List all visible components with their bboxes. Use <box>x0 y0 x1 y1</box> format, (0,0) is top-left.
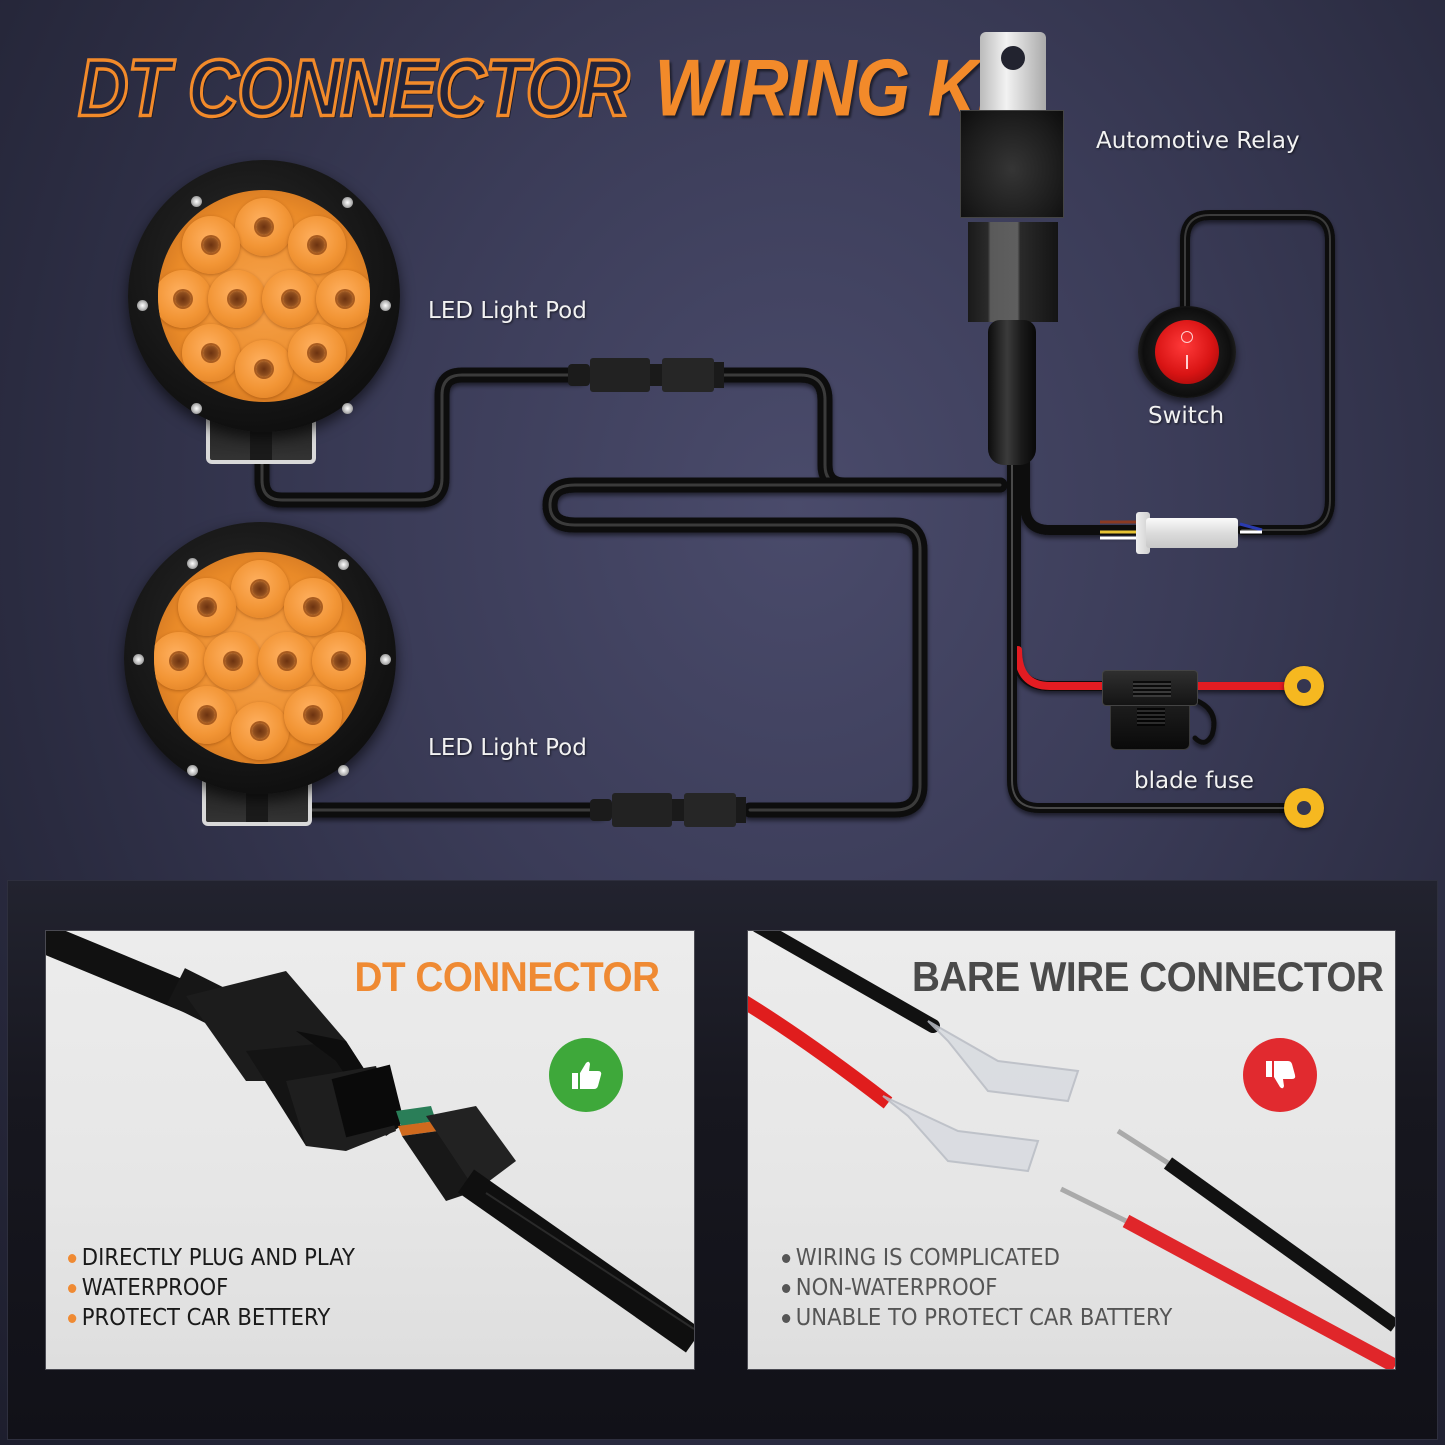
card-bare-wire-connector: BARE WIRE CONNECTOR WIRING IS COMPLICATE… <box>748 931 1395 1369</box>
dt-connector-top-icon <box>568 358 724 392</box>
list-item: NON-WATERPROOF <box>782 1273 1172 1303</box>
list-item: DIRECTLY PLUG AND PLAY <box>68 1243 355 1273</box>
blade-fuse-icon <box>1102 670 1198 750</box>
bullet-icon <box>782 1283 791 1293</box>
label-automotive-relay: Automotive Relay <box>1096 128 1300 154</box>
wiring-harness-icon <box>254 210 1335 827</box>
relay-icon <box>960 110 1064 218</box>
thumbs-down-icon <box>1243 1038 1317 1112</box>
led-light-pod-bottom <box>124 522 396 832</box>
switch-off-symbol-icon <box>1181 331 1193 343</box>
dt-connector-bottom-icon <box>590 793 746 827</box>
card-dt-connector: DT CONNECTOR DIRECTLY PLUG AND PLAY WATE… <box>46 931 694 1369</box>
list-item: WATERPROOF <box>68 1273 355 1303</box>
label-blade-fuse: blade fuse <box>1134 768 1254 794</box>
led-light-pod-top <box>128 160 400 470</box>
bullet-icon <box>68 1283 77 1293</box>
label-led-light-pod-top: LED Light Pod <box>428 298 587 324</box>
dt-connector-benefits-list: DIRECTLY PLUG AND PLAY WATERPROOF PROTEC… <box>68 1243 380 1333</box>
bare-wire-photo-icon <box>748 931 1395 1369</box>
relay-mount-tab-icon <box>980 32 1046 110</box>
title-dt-connector: DT CONNECTOR <box>77 41 632 134</box>
label-switch: Switch <box>1148 403 1225 429</box>
bullet-icon <box>782 1313 791 1323</box>
list-item: UNABLE TO PROTECT CAR BATTERY <box>782 1303 1172 1333</box>
page-title: DT CONNECTOR WIRING KIT <box>77 41 1039 134</box>
card-title-bare-wire-connector: BARE WIRE CONNECTOR <box>911 953 1384 1000</box>
relay-boot-icon <box>988 320 1036 465</box>
rocker-switch-icon <box>1138 306 1236 398</box>
bare-wire-drawbacks-list: WIRING IS COMPLICATED NON-WATERPROOF UNA… <box>782 1243 1206 1333</box>
card-title-dt-connector: DT CONNECTOR <box>354 953 660 1000</box>
thumbs-up-icon <box>549 1038 623 1112</box>
list-item: PROTECT CAR BETTERY <box>68 1303 355 1333</box>
dt-connector-photo-icon <box>46 931 694 1353</box>
bullet-icon <box>68 1253 77 1263</box>
relay-socket-icon <box>968 222 1058 322</box>
bullet-icon <box>782 1253 791 1263</box>
led-light-pod-icon <box>128 160 400 432</box>
switch-on-symbol-icon <box>1186 355 1188 369</box>
switch-plug-connector-icon <box>1136 512 1242 554</box>
ring-terminal-negative-icon <box>1284 788 1324 828</box>
bullet-icon <box>68 1313 77 1323</box>
ring-terminal-positive-icon <box>1284 666 1324 706</box>
list-item: WIRING IS COMPLICATED <box>782 1243 1172 1273</box>
led-light-pod-icon <box>124 522 396 794</box>
label-led-light-pod-bottom: LED Light Pod <box>428 735 587 761</box>
